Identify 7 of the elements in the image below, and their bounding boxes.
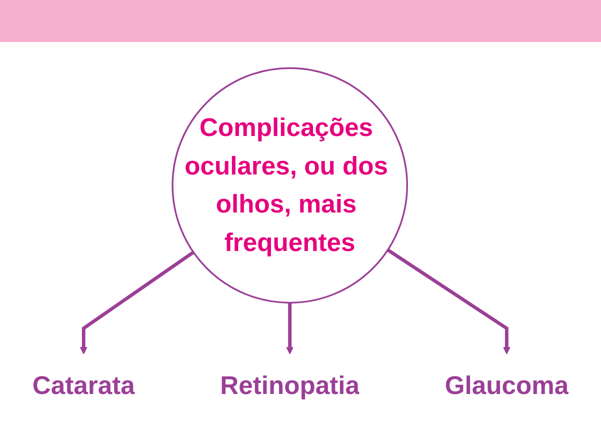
term-label: Retinopatia bbox=[220, 372, 360, 400]
topic-ellipse: Complicações oculares, ou dos olhos, mais frequentes bbox=[172, 67, 408, 304]
term-label: Catarata bbox=[32, 372, 135, 400]
term-label: Glaucoma bbox=[444, 372, 569, 400]
arrow bbox=[386, 248, 510, 354]
arrow bbox=[80, 250, 194, 354]
arrow bbox=[286, 302, 294, 354]
